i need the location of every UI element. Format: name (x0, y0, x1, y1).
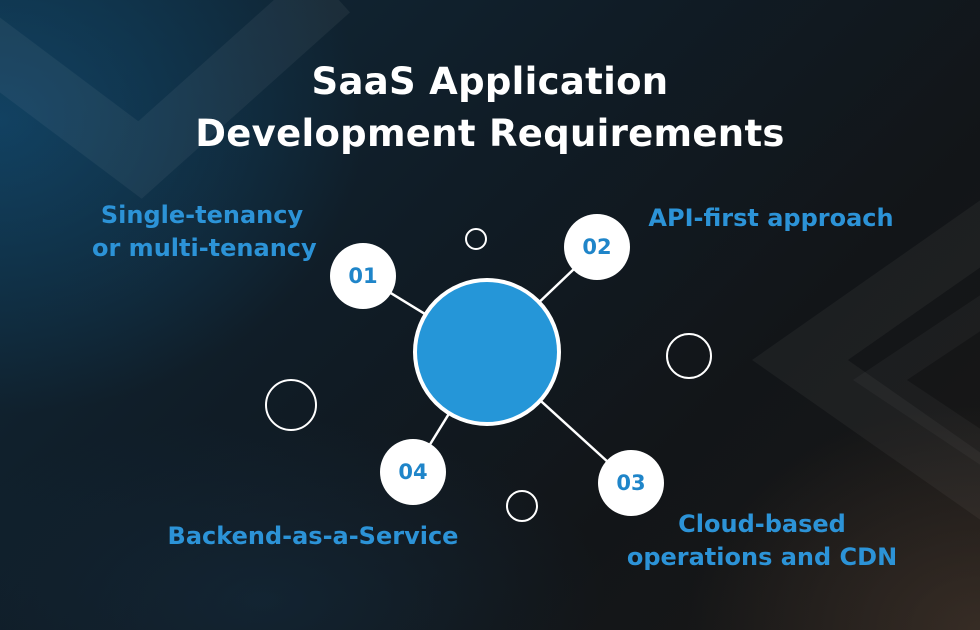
node-label-02: API-first approach (640, 202, 902, 235)
decor-circle-left (265, 379, 317, 431)
node-label-01: Single-tenancy or multi-tenancy (92, 199, 317, 265)
decor-circle-small-top (465, 228, 487, 250)
node-label-03: Cloud-based operations and CDN (622, 508, 902, 574)
node-label-04-line-1: Backend-as-a-Service (167, 522, 459, 550)
node-label-02-line-1: API-first approach (648, 204, 894, 232)
decor-circle-bottom (506, 490, 538, 522)
title-line-1: SaaS Application (311, 60, 669, 103)
node-badge-02: 02 (564, 214, 630, 280)
decor-circle-right (666, 333, 712, 379)
central-hub (413, 278, 561, 426)
node-label-03-line-2: operations and CDN (626, 543, 898, 571)
node-label-01-line-2: or multi-tenancy (92, 234, 317, 262)
node-label-01-line-1: Single-tenancy (100, 201, 304, 229)
node-badge-01: 01 (330, 243, 396, 309)
node-label-03-line-1: Cloud-based (678, 510, 846, 538)
bg-chevron-right (752, 200, 980, 520)
title-line-2: Development Requirements (195, 112, 785, 155)
node-badge-04: 04 (380, 439, 446, 505)
node-label-04: Backend-as-a-Service (160, 520, 466, 553)
bg-chevron-top-left (0, 0, 351, 199)
node-badge-03: 03 (598, 450, 664, 516)
page-title: SaaS Application Development Requirement… (0, 56, 980, 160)
